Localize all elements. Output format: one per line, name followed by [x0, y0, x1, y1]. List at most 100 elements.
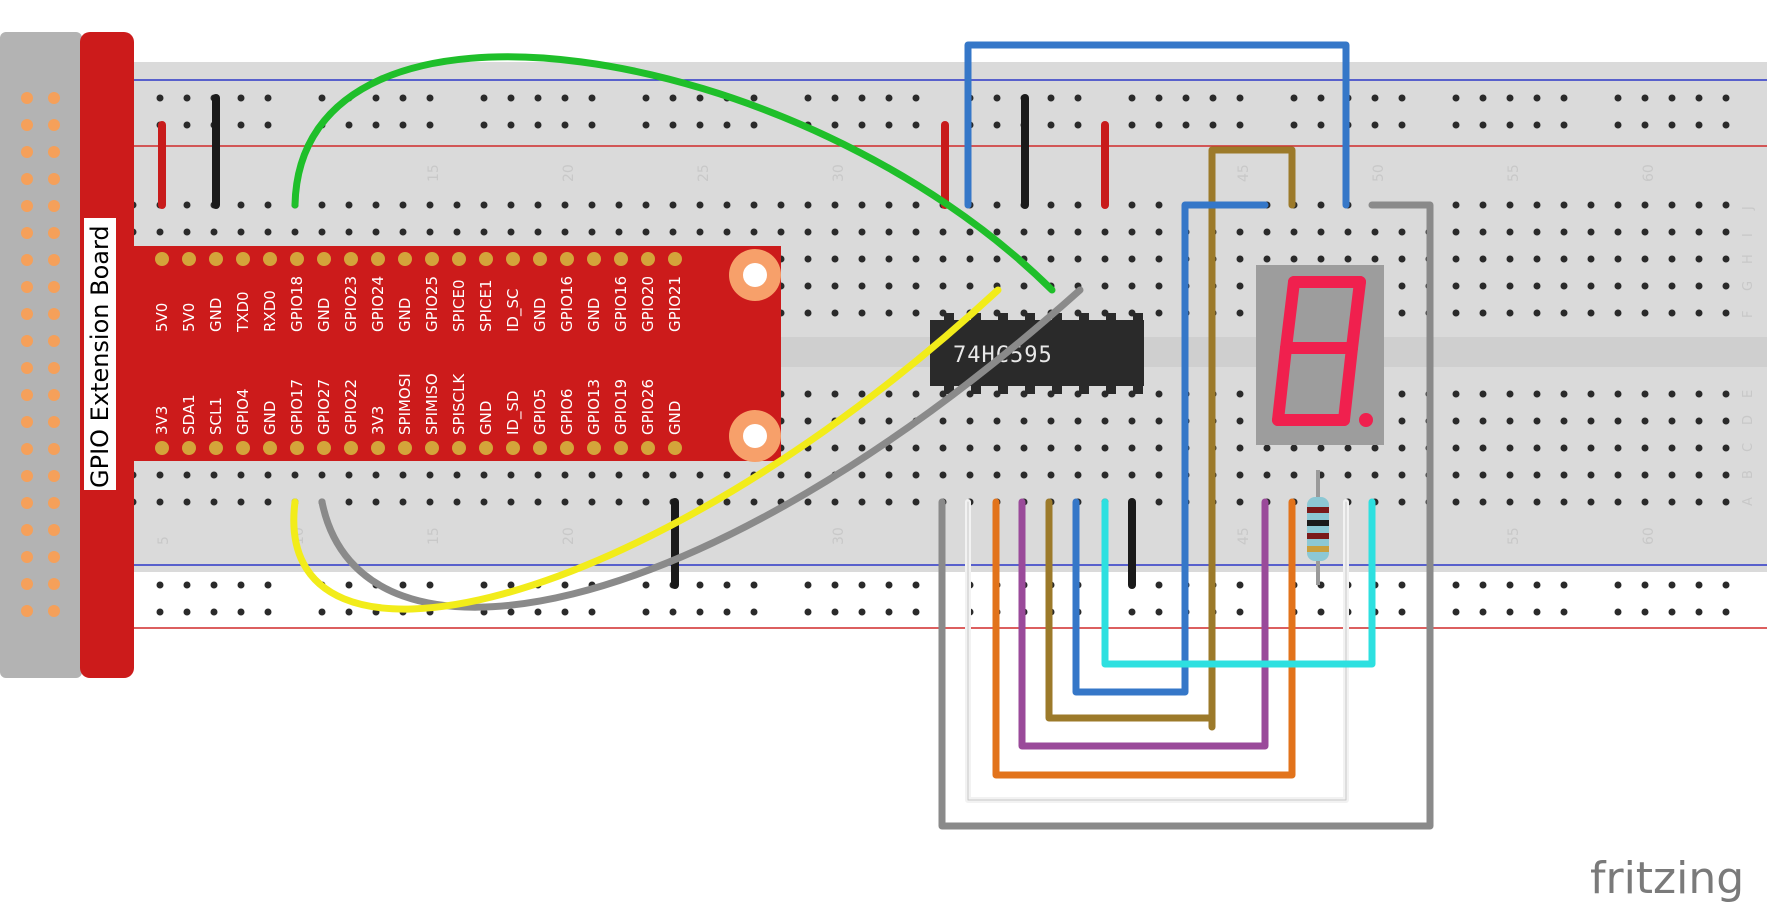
- bottom-pin-label: GPIO22: [342, 379, 360, 435]
- breadboard-hole: [1398, 390, 1406, 398]
- rail-hole: [1560, 94, 1568, 102]
- rail-hole: [912, 121, 920, 129]
- gpio-extension-board: GPIO Extension Board 5V03V35V0SDA1GNDSCL…: [0, 32, 781, 678]
- breadboard-hole: [1587, 201, 1595, 209]
- row-letter: F: [1741, 311, 1756, 318]
- rail-hole: [1479, 94, 1487, 102]
- breadboard-hole: [993, 228, 1001, 236]
- top-pin-label: RXD0: [261, 290, 279, 332]
- breadboard-hole: [831, 309, 839, 317]
- breadboard-hole: [210, 498, 218, 506]
- breadboard-hole: [939, 417, 947, 425]
- breadboard-hole: [1020, 444, 1028, 452]
- breadboard-hole: [426, 228, 434, 236]
- breadboard-hole: [1668, 201, 1676, 209]
- bottom-pin-pad: [560, 441, 574, 455]
- wire-yellow: [290, 286, 1002, 613]
- breadboard-hole: [1695, 498, 1703, 506]
- header-pin: [21, 254, 33, 266]
- rail-hole: [804, 581, 812, 589]
- row-letter: C: [1741, 443, 1756, 452]
- breadboard-hole: [1128, 201, 1136, 209]
- breadboard-hole: [1587, 471, 1595, 479]
- resistor[interactable]: [1307, 470, 1329, 585]
- top-pin-pad: [236, 252, 250, 266]
- breadboard-hole: [264, 228, 272, 236]
- rail-hole: [1398, 94, 1406, 102]
- breadboard-hole: [831, 255, 839, 263]
- chip-leg-top: [1106, 313, 1116, 321]
- rail-hole: [669, 608, 677, 616]
- rail-hole: [1128, 94, 1136, 102]
- breadboard-hole: [831, 498, 839, 506]
- breadboard-hole: [1506, 390, 1514, 398]
- chip-74hc595[interactable]: 74HC595: [930, 313, 1144, 394]
- breadboard-hole: [183, 201, 191, 209]
- header-pin: [21, 362, 33, 374]
- chip-leg-top: [1025, 313, 1035, 321]
- breadboard-hole: [507, 201, 515, 209]
- breadboard-hole: [1479, 228, 1487, 236]
- breadboard-hole: [426, 471, 434, 479]
- chip-leg-bottom: [1133, 386, 1143, 394]
- breadboard-hole: [1641, 255, 1649, 263]
- breadboard-hole: [858, 498, 866, 506]
- breadboard-hole: [1155, 282, 1163, 290]
- rail-hole: [1506, 608, 1514, 616]
- header-pin: [21, 92, 33, 104]
- rail-hole: [858, 94, 866, 102]
- breadboard-hole: [885, 228, 893, 236]
- rail-hole: [1371, 94, 1379, 102]
- breadboard-hole: [966, 282, 974, 290]
- top-pin-label: GPIO18: [288, 276, 306, 332]
- bottom-pin-pad: [182, 441, 196, 455]
- breadboard-hole: [804, 417, 812, 425]
- breadboard-hole: [912, 444, 920, 452]
- breadboard-hole: [1641, 228, 1649, 236]
- breadboard-hole: [1614, 228, 1622, 236]
- breadboard-hole: [1317, 255, 1325, 263]
- rail-hole: [1452, 581, 1460, 589]
- rail-hole: [264, 608, 272, 616]
- breadboard-hole: [453, 498, 461, 506]
- breadboard-hole: [1506, 228, 1514, 236]
- rail-hole: [1533, 94, 1541, 102]
- wire-orange: [992, 498, 1296, 779]
- wire-white-outline: [967, 501, 1347, 801]
- rail-hole: [1614, 121, 1622, 129]
- breadboard-hole: [1263, 444, 1271, 452]
- breadboard-hole: [912, 471, 920, 479]
- top-pin-label: TXD0: [234, 291, 252, 333]
- rail-hole: [1236, 94, 1244, 102]
- rail-hole: [696, 94, 704, 102]
- rail-hole: [804, 94, 812, 102]
- breadboard-hole: [1101, 282, 1109, 290]
- breadboard-hole: [696, 228, 704, 236]
- segment-c: [1338, 342, 1358, 426]
- breadboard-hole: [1479, 390, 1487, 398]
- seven-segment-display[interactable]: [1256, 265, 1384, 445]
- breadboard-hole: [1614, 201, 1622, 209]
- breadboard-hole: [399, 498, 407, 506]
- breadboard-hole: [237, 471, 245, 479]
- breadboard-hole: [993, 255, 1001, 263]
- breadboard-hole: [1074, 201, 1082, 209]
- rail-hole: [696, 121, 704, 129]
- wire-green: [291, 53, 1056, 294]
- breadboard-hole: [1533, 417, 1541, 425]
- top-pin-label: GPIO21: [666, 276, 684, 332]
- rail-hole: [1209, 94, 1217, 102]
- header-pin: [21, 389, 33, 401]
- header-pin: [48, 551, 60, 563]
- breadboard-hole: [264, 201, 272, 209]
- breadboard-hole: [156, 471, 164, 479]
- rail-hole: [1479, 121, 1487, 129]
- breadboard-hole: [777, 471, 785, 479]
- breadboard-hole: [1128, 255, 1136, 263]
- rail-hole: [588, 608, 596, 616]
- breadboard-hole: [1155, 201, 1163, 209]
- short-jumpers: [158, 94, 1136, 589]
- top-pin-pad: [560, 252, 574, 266]
- breadboard-hole: [1587, 390, 1595, 398]
- breadboard-hole: [750, 228, 758, 236]
